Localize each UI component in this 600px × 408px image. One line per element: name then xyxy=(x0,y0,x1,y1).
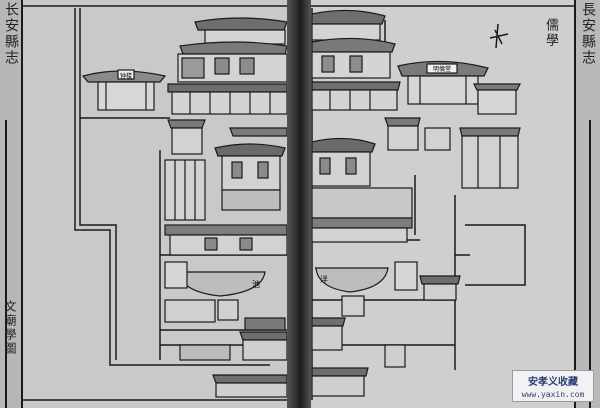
right-margin-strip xyxy=(575,0,600,408)
right-pond-label: 泮 xyxy=(320,274,328,284)
watermark-badge: 安孝义收藏 www.yaxin.com xyxy=(512,370,594,402)
right-hall-minglun xyxy=(397,60,521,115)
right-main-hall xyxy=(311,9,401,111)
left-middle-buildings xyxy=(164,119,288,256)
watermark-name: 安孝义收藏 xyxy=(528,377,578,388)
right-hall-plaque: 明倫堂 xyxy=(433,65,451,73)
left-pond-label: 池 xyxy=(252,279,260,289)
right-pond xyxy=(315,261,461,317)
watermark-site: www.yaxin.com xyxy=(521,390,585,399)
right-margin-title: 長安縣志 xyxy=(580,2,596,66)
left-pavilion-plaque: 钟楼 xyxy=(120,72,132,80)
left-caption: 文廟學圖 xyxy=(3,300,17,356)
left-margin-title: 长安縣志 xyxy=(3,2,19,66)
academy-label: 儒學 xyxy=(543,18,558,48)
right-bottom-gate xyxy=(311,317,406,397)
right-middle-buildings xyxy=(311,117,521,243)
left-main-hall xyxy=(167,17,288,115)
left-pavilion xyxy=(81,69,167,111)
book-spine xyxy=(287,0,311,408)
left-pond xyxy=(164,261,286,331)
tree-icon xyxy=(489,23,509,49)
left-bottom-gate xyxy=(179,331,288,398)
